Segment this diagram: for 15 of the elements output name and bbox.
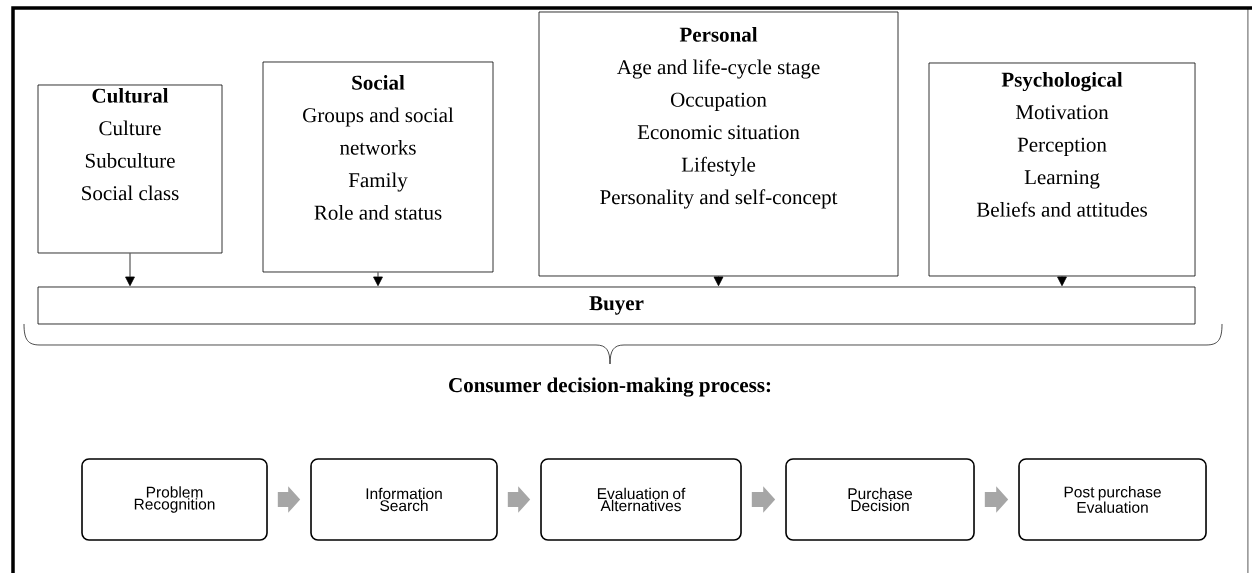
buyer-box: Buyer — [37, 286, 1196, 325]
process-step-box: Evaluation of Alternatives — [540, 458, 742, 541]
arrow — [125, 253, 135, 287]
factor-box: Psychological Motivation Perception Learning Beliefs and attitudes — [928, 62, 1196, 277]
process-step-box: Problem Recognition — [81, 458, 268, 541]
process-heading: Consumer decision-making process: — [449, 377, 771, 397]
process-step-box: Post purchase Evaluation — [1018, 458, 1207, 541]
arrow — [1057, 276, 1067, 287]
arrow — [713, 276, 724, 287]
factor-box: Cultural Culture Subculture Social class — [37, 84, 223, 254]
factor-box: Social Groups and social networks Family Role and status — [262, 61, 494, 273]
arrow — [373, 272, 383, 287]
factor-box: Personal Age and life-cycle stage Occupation Economic situation Lifestyle Personality and self-concept — [538, 11, 899, 277]
process-step-box: Purchase Decision — [785, 458, 975, 541]
process-step-box: Information Search — [310, 458, 498, 541]
